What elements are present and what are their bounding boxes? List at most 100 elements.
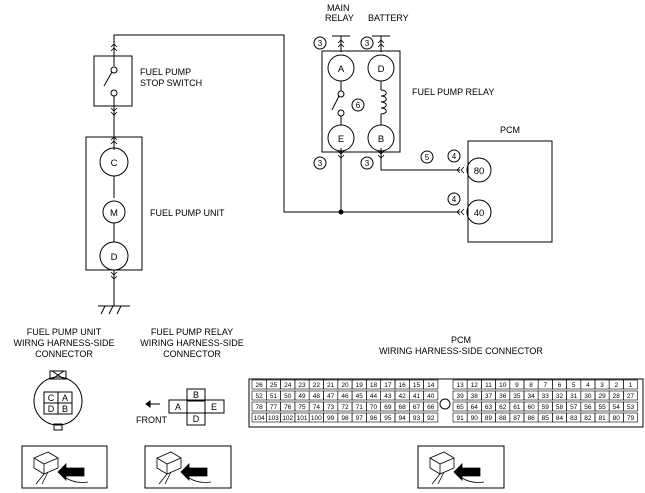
pcm-pin-30: 30	[584, 393, 592, 400]
pcm-pin-60: 60	[527, 404, 535, 411]
pcm-pin-44: 44	[370, 393, 378, 400]
pcm-pin-39: 39	[456, 393, 464, 400]
circled-6: 6	[356, 101, 361, 110]
pcm-pin-76: 76	[284, 404, 292, 411]
fuel-pump-stop-switch-box	[93, 55, 133, 107]
wire-relay-e-down	[340, 148, 460, 213]
pcm-pin-66: 66	[427, 404, 435, 411]
chevron-switch-top-icon	[110, 43, 118, 52]
pcm-pin-15: 15	[413, 382, 421, 389]
pcm-pin-49: 49	[298, 393, 306, 400]
circled-3-battery: 3	[365, 39, 370, 48]
pcm-pin-98: 98	[341, 415, 349, 422]
relay-terminal-d-label: D	[378, 64, 385, 75]
pcm-pin-24: 24	[284, 382, 292, 389]
pcm-pin-7: 7	[543, 382, 547, 389]
pcm-pin-63: 63	[485, 404, 493, 411]
pcm-pin-31: 31	[570, 393, 578, 400]
battery-label: BATTERY	[368, 13, 409, 23]
pcm-pin-91: 91	[456, 415, 464, 422]
fpr-connector-title-2: WIRING HARNESS-SIDE	[140, 338, 244, 348]
pcm-pin-68: 68	[399, 404, 407, 411]
pcm-pin-93: 93	[413, 415, 421, 422]
pcm-pin-64: 64	[471, 404, 479, 411]
pcm-box	[467, 140, 553, 243]
pcm-pin-12: 12	[471, 382, 479, 389]
pcm-pin-27: 27	[627, 393, 635, 400]
pcm-pin-20: 20	[341, 382, 349, 389]
pcm-pin-48: 48	[313, 393, 321, 400]
fpu-harness-icon	[21, 445, 108, 489]
fpu-connector-title: FUEL PUMP UNIT	[27, 327, 102, 337]
pcm-pin-58: 58	[556, 404, 564, 411]
pcm-pin-50: 50	[284, 393, 292, 400]
pcm-pin-103: 103	[268, 415, 279, 422]
fpr-connector-title: FUEL PUMP RELAY	[151, 327, 233, 337]
pcm-pin-78: 78	[256, 404, 264, 411]
pcm-pin-61: 61	[513, 404, 521, 411]
pcm-pin-86: 86	[527, 415, 535, 422]
pcm-pin-97: 97	[356, 415, 364, 422]
pcm-pin-10: 10	[499, 382, 507, 389]
pcm-pin-36: 36	[499, 393, 507, 400]
pcm-pin-19: 19	[356, 382, 364, 389]
pcm-pin-73: 73	[327, 404, 335, 411]
pcm-pin-79: 79	[627, 415, 635, 422]
pcm-pin-35: 35	[513, 393, 521, 400]
fpu-connector-body	[33, 376, 83, 426]
pcm-pin-92: 92	[427, 415, 435, 422]
pcm-pin-87: 87	[513, 415, 521, 422]
circled-3-b: 3	[365, 159, 370, 168]
pcm-pin-23: 23	[298, 382, 306, 389]
chevron-relay-b-icon	[377, 150, 385, 159]
pcm-pin-11: 11	[485, 382, 492, 389]
pcm-pin-40: 40	[427, 393, 435, 400]
pcm-pin-52: 52	[256, 393, 264, 400]
chevron-relay-e-icon	[337, 150, 345, 159]
pcm-pin-90: 90	[471, 415, 479, 422]
fpu-connector-title-3: CONNECTOR	[35, 349, 93, 359]
pcm-pin-26: 26	[256, 382, 264, 389]
pcm-pin-42: 42	[399, 393, 407, 400]
circled-5: 5	[425, 153, 430, 162]
pcm-pin-53: 53	[627, 404, 635, 411]
front-arrow-icon	[145, 400, 160, 408]
pcm-pin-4: 4	[586, 382, 590, 389]
pcm-pin-59: 59	[542, 404, 550, 411]
stop-switch-label: FUEL PUMP	[140, 67, 191, 77]
pcm-pin-94: 94	[399, 415, 407, 422]
pcm-pin-37: 37	[485, 393, 493, 400]
wire-top	[113, 34, 341, 213]
pcm-pin-101: 101	[297, 415, 308, 422]
fpr-harness-icon	[144, 445, 232, 489]
chevron-pump-bottom-icon	[110, 271, 118, 280]
pcm-pin-9: 9	[515, 382, 519, 389]
pcm-pin-82: 82	[584, 415, 592, 422]
pcm-pin-41: 41	[413, 393, 421, 400]
relay-terminal-e-label: E	[338, 134, 344, 145]
chevron-switch-bottom-icon	[110, 107, 118, 116]
pcm-pin-1: 1	[629, 382, 633, 389]
pcm-pin-18: 18	[370, 382, 378, 389]
pcm-pin-102: 102	[282, 415, 293, 422]
fpr-pin-b: B	[193, 390, 199, 400]
fpr-connector-title-3: CONNECTOR	[163, 349, 221, 359]
pcm-connector-title-2: WIRING HARNESS-SIDE CONNECTOR	[379, 346, 543, 356]
front-label: FRONT	[136, 415, 167, 425]
pcm-pin-80: 80	[613, 415, 621, 422]
fuel-pump-unit-box	[85, 136, 143, 271]
chevron-pump-top-icon	[110, 136, 118, 145]
chevron-relay-d-icon	[377, 39, 385, 48]
fuel-pump-relay-label: FUEL PUMP RELAY	[412, 87, 494, 97]
pcm-connector-body	[248, 378, 644, 428]
pcm-pin-6: 6	[558, 382, 562, 389]
pcm-pin-88: 88	[499, 415, 507, 422]
circled-4-40: 4	[452, 195, 457, 204]
pcm-terminal-80	[466, 157, 492, 183]
pcm-pin-13: 13	[456, 382, 464, 389]
pcm-pin-17: 17	[384, 382, 392, 389]
pcm-pin-57: 57	[570, 404, 578, 411]
fpu-pin-a: A	[62, 393, 68, 403]
circled-3-main: 3	[318, 39, 323, 48]
pcm-pin-104: 104	[254, 415, 265, 422]
